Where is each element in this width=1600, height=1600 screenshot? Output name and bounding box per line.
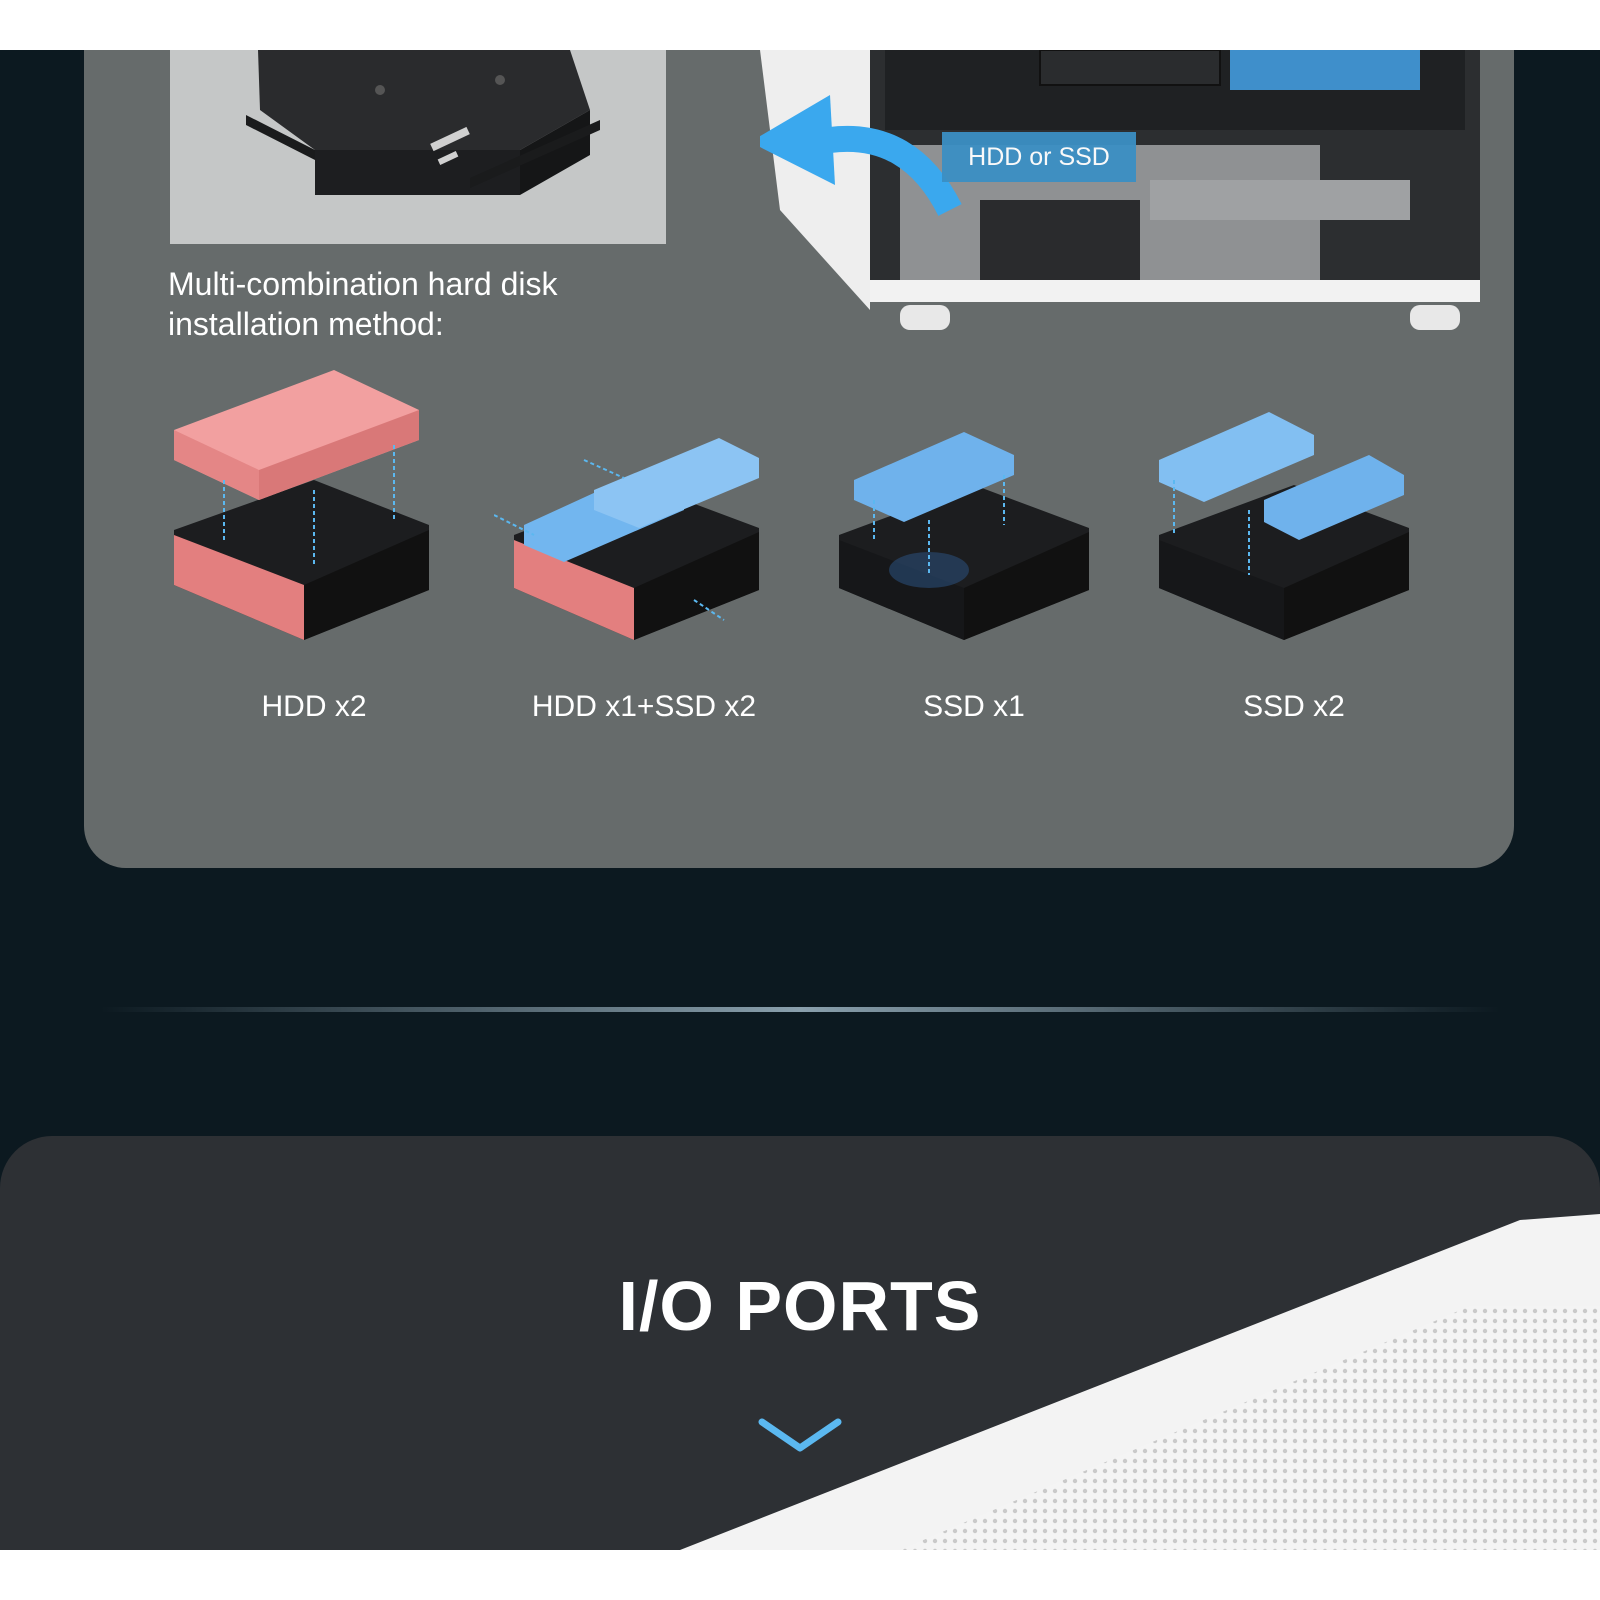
- config-hdd-ssd-illustration: [494, 438, 759, 640]
- config-label: SSD x1: [923, 690, 1025, 723]
- installation-heading: Multi-combination hard disk installation…: [168, 264, 688, 344]
- heading-line-2: installation method:: [168, 306, 444, 342]
- config-hdd-x2-illustration: [174, 370, 429, 640]
- heading-line-1: Multi-combination hard disk: [168, 266, 558, 302]
- hdd-or-ssd-tag: HDD or SSD: [942, 132, 1136, 182]
- config-ssd-x1: SSD x1: [824, 350, 1124, 740]
- section-divider: [100, 1007, 1500, 1012]
- pc-case-photo: [750, 50, 1510, 350]
- hard-disk-panel: HDD or SSD Multi-combination hard disk i…: [84, 50, 1514, 868]
- config-label: SSD x2: [1243, 690, 1345, 723]
- config-hdd-x2: HDD x2: [164, 350, 464, 740]
- config-ssd-x1-illustration: [839, 432, 1089, 640]
- io-ports-title: I/O PORTS: [618, 1267, 982, 1345]
- io-ports-section: I/O PORTS: [0, 1136, 1600, 1550]
- config-hdd-ssd: HDD x1+SSD x2: [494, 350, 794, 740]
- config-label: HDD x1+SSD x2: [531, 690, 757, 723]
- config-label: HDD x2: [261, 690, 367, 723]
- chevron-down-icon[interactable]: [758, 1416, 842, 1456]
- config-ssd-x2-illustration: [1159, 412, 1409, 640]
- config-ssd-x2: SSD x2: [1144, 350, 1444, 740]
- case-top-photo: [680, 1214, 1600, 1550]
- bracket-photo: [170, 50, 666, 244]
